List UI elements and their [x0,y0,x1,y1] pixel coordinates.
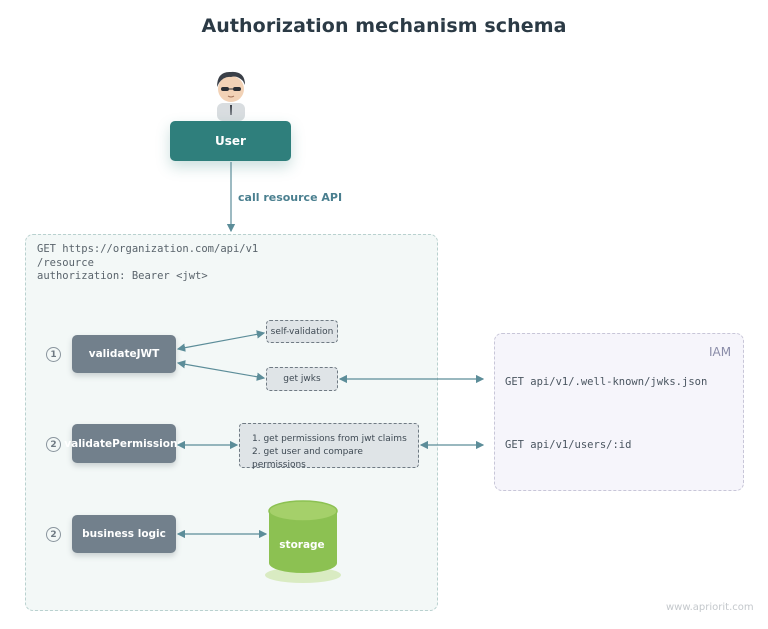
watermark: www.apriorit.com [666,602,754,613]
diagram-title: Authorization mechanism schema [201,15,567,37]
request-line-3: authorization: Bearer <jwt> [37,270,208,282]
jwks-endpoint: GET api/v1/.well-known/jwks.json [505,376,708,388]
permissions-steps-node[interactable]: 1. get permissions from jwt claims 2. ge… [239,423,419,470]
permissions-step-item: 1. get permissions from jwt claims [252,434,407,444]
permissions-step-item: 2. get user and compare permissions [252,447,363,470]
business-logic-node[interactable]: business logic [72,515,176,553]
iam-container [494,333,744,491]
users-endpoint: GET api/v1/users/:id [505,439,632,451]
storage-label: storage [279,539,325,551]
request-line-1: GET https://organization.com/api/v1 [37,243,259,255]
database-cylinder-icon [265,500,341,583]
http-request-text: GET https://organization.com/api/v1 /res… [37,243,258,284]
validate-jwt-node[interactable]: validateJWT [72,335,176,373]
user-node[interactable]: User [170,121,291,161]
get-jwks-node[interactable]: get jwks [266,367,338,391]
user-avatar-icon [217,71,245,121]
iam-label: IAM [709,345,732,359]
step-number-badge: 1 [46,347,61,362]
step-number-badge: 2 [46,437,61,452]
self-validation-node[interactable]: self-validation [266,320,338,343]
request-line-2: /resource [37,256,94,269]
validate-permissions-node[interactable]: validatePermissions [64,424,184,463]
step-number-badge: 2 [46,527,61,542]
call-resource-api-label: call resource API [238,191,343,204]
